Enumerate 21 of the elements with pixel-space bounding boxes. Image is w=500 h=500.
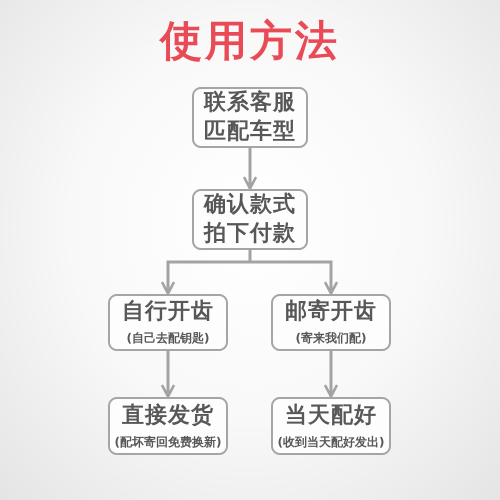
process-box [108, 397, 228, 455]
step-note: (配坏寄回免费换新) [114, 434, 222, 450]
arrow [248, 250, 338, 295]
arrow [324, 351, 338, 398]
process-box [192, 189, 308, 250]
arrow [243, 148, 257, 190]
step-text: 邮寄开齿 [285, 298, 377, 326]
process-box [108, 294, 228, 351]
arrow [161, 351, 175, 398]
step-text: 当天配好 [285, 402, 377, 430]
step-text: 自行开齿 [122, 298, 214, 326]
step-note: (收到当天配好发出) [278, 434, 384, 450]
process-box [192, 87, 308, 148]
title: 使用方法 [160, 17, 340, 66]
step-note: (寄来我们配) [296, 331, 366, 347]
step-text: 联系客服匹配车型 [202, 88, 297, 146]
process-box [271, 294, 391, 351]
step-text: 确认款式拍下付款 [202, 190, 297, 248]
step-note: (自己去配钥匙) [126, 331, 210, 347]
step-text: 直接发货 [122, 402, 214, 430]
process-box [271, 397, 391, 455]
